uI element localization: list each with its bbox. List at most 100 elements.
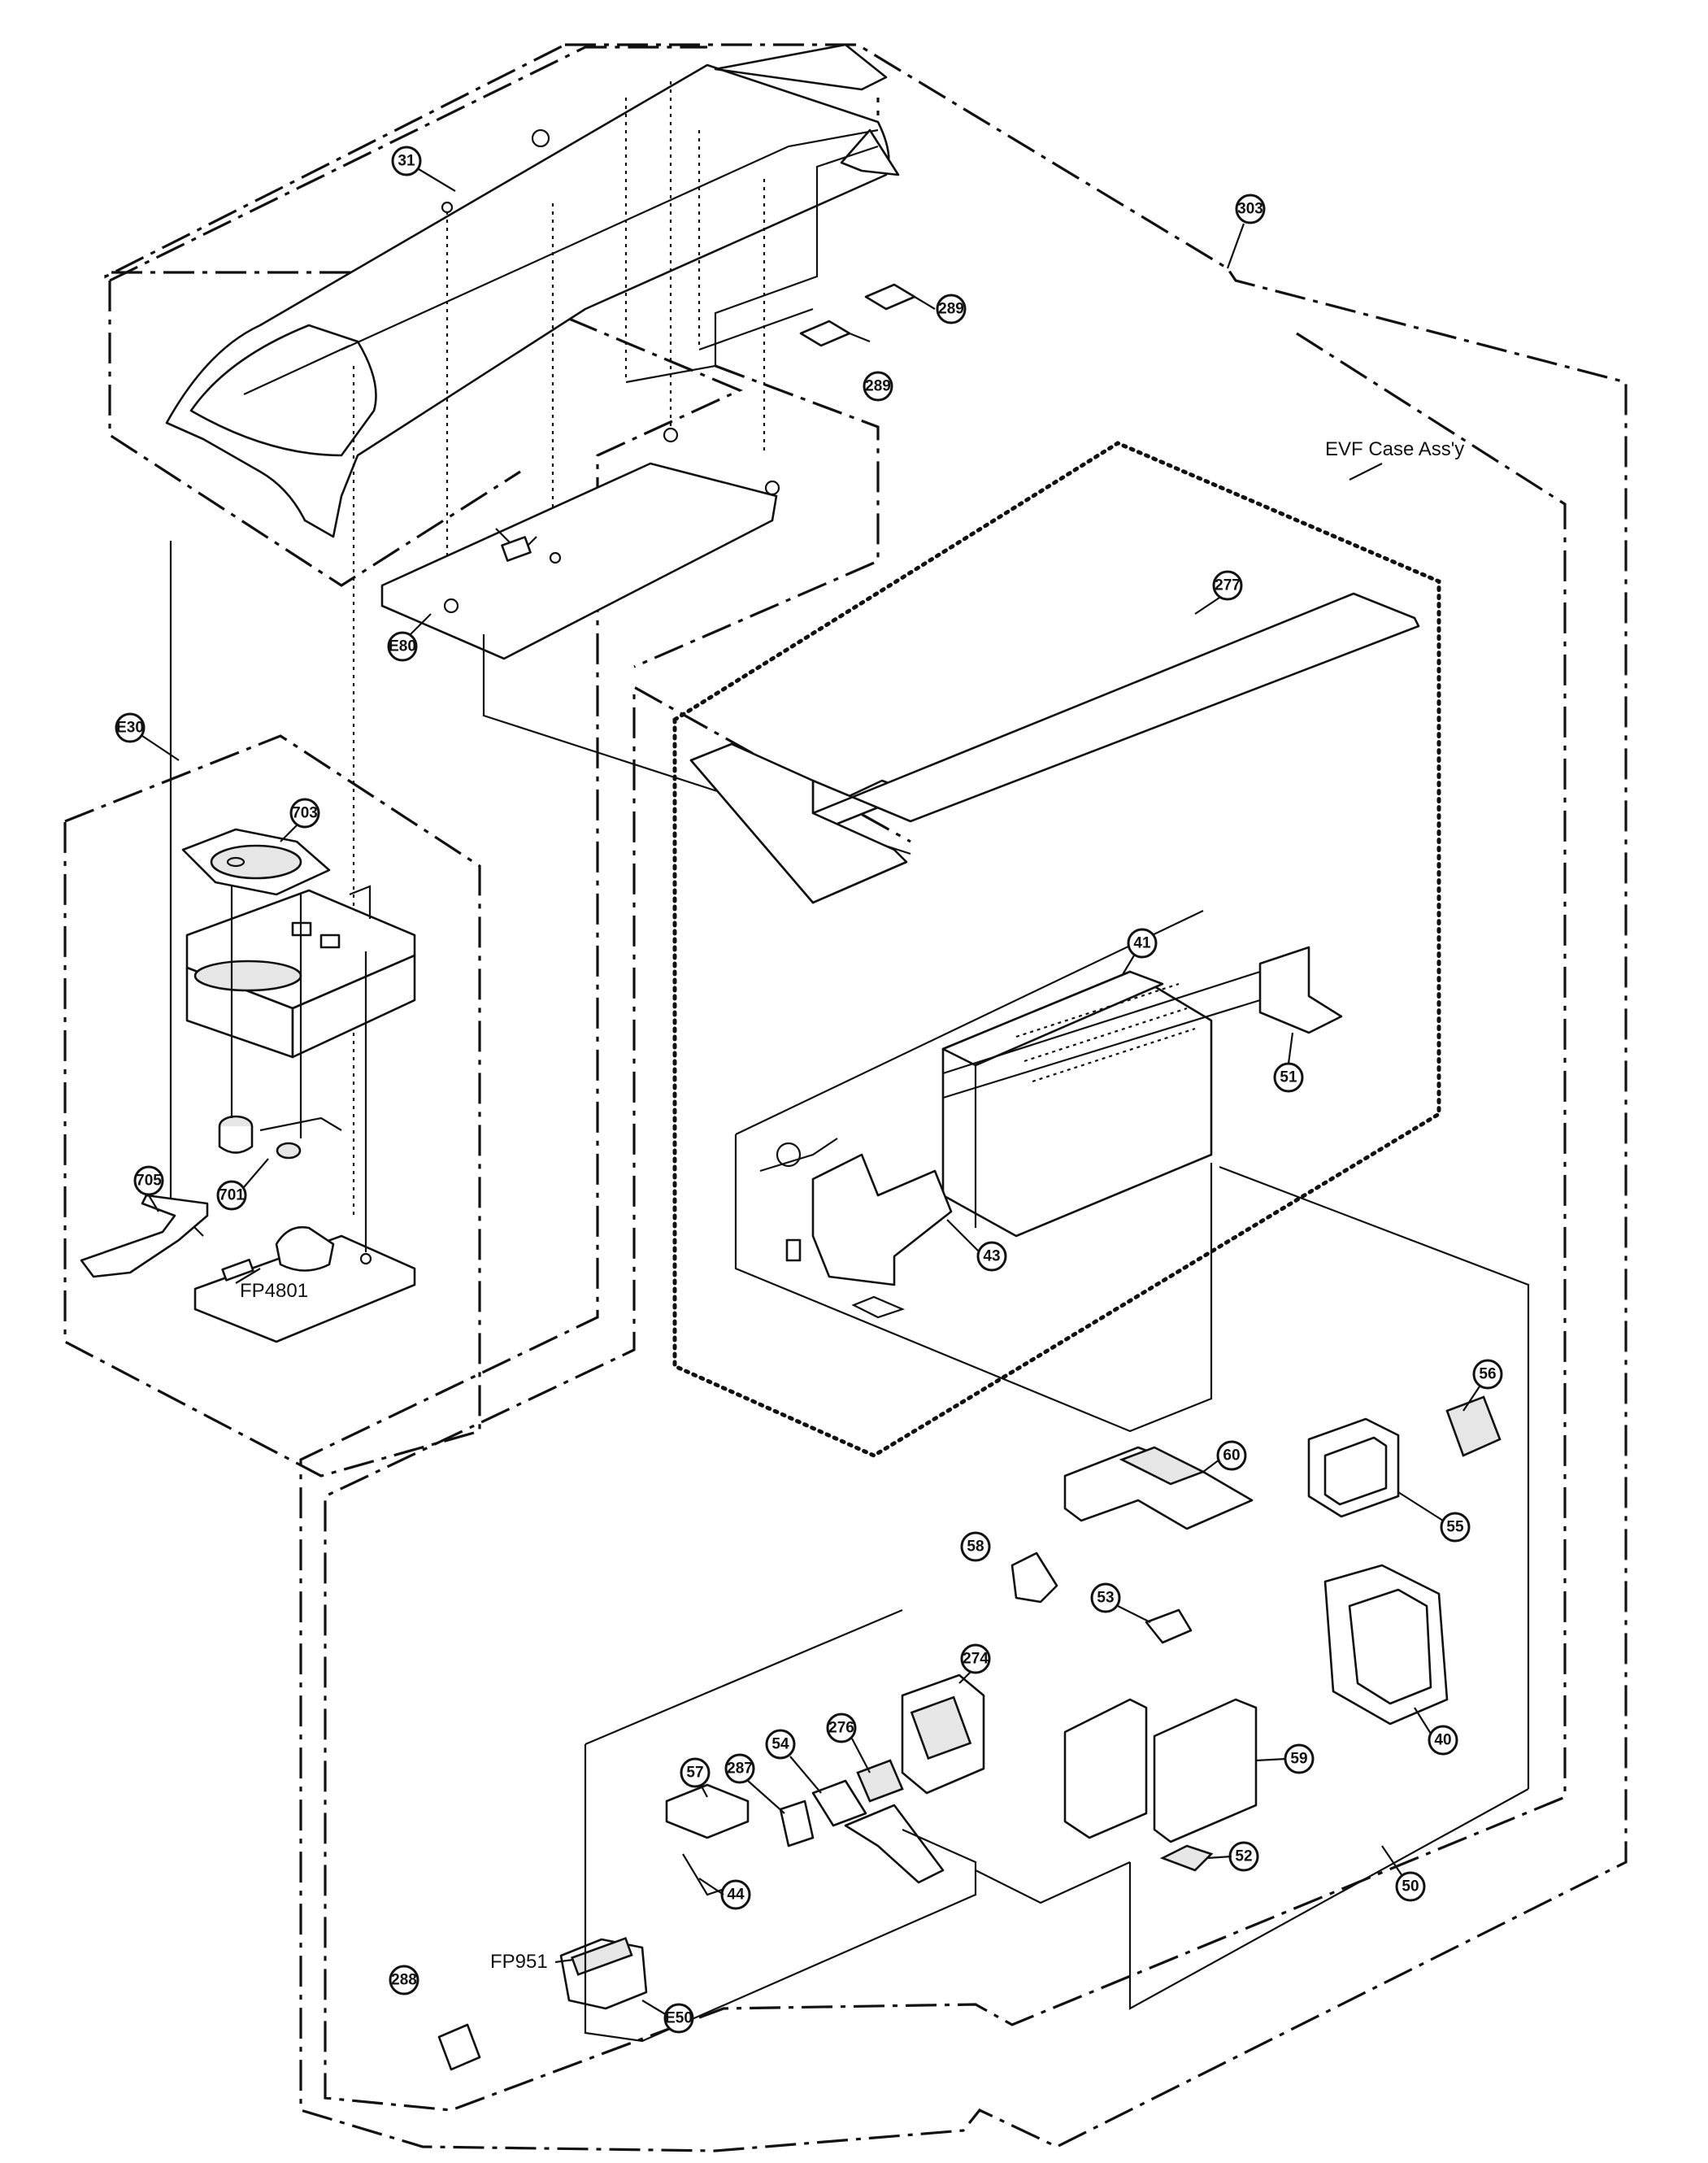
svg-text:52: 52	[1235, 1848, 1252, 1865]
fp951-label: FP951	[490, 1951, 548, 1973]
callout-43: 43	[976, 1241, 1007, 1272]
callout-50: 50	[1395, 1871, 1426, 1902]
svg-text:44: 44	[727, 1887, 745, 1904]
part-287-plate	[779, 1800, 815, 1847]
svg-text:56: 56	[1479, 1366, 1496, 1383]
svg-text:703: 703	[292, 805, 318, 822]
part-59-holder	[1063, 1698, 1258, 1843]
svg-text:701: 701	[219, 1187, 245, 1204]
part-58-sheet	[1010, 1552, 1058, 1604]
svg-text:E30: E30	[116, 720, 144, 737]
callout-289-lower: 289	[863, 371, 893, 402]
part-277-flex-board	[689, 592, 1420, 904]
part-53-clip	[1145, 1608, 1193, 1644]
top-cover-part-31	[165, 43, 900, 538]
svg-text:288: 288	[391, 1972, 417, 1989]
callout-59: 59	[1284, 1743, 1315, 1774]
evf-case-leader	[1349, 463, 1383, 481]
part-44-flex	[844, 1804, 945, 1884]
callout-705: 705	[133, 1165, 164, 1196]
sticker-289-pair	[799, 283, 936, 347]
part-52-lever	[1159, 1844, 1214, 1872]
svg-text:705: 705	[136, 1173, 162, 1190]
part-705-flex-cable	[80, 1194, 209, 1278]
callout-41: 41	[1127, 928, 1158, 959]
svg-text:276: 276	[828, 1720, 854, 1737]
group-e30-boundary	[63, 734, 481, 1478]
svg-text:41: 41	[1133, 935, 1151, 952]
svg-text:40: 40	[1434, 1732, 1451, 1749]
callout-60: 60	[1216, 1440, 1247, 1471]
svg-text:277: 277	[1215, 577, 1241, 594]
group-e80-boundary	[633, 364, 880, 668]
svg-text:289: 289	[938, 301, 964, 318]
part-51-bracket	[942, 946, 1343, 1099]
svg-text:274: 274	[963, 1651, 989, 1668]
svg-text:50: 50	[1402, 1878, 1419, 1895]
part-e30-board	[193, 1225, 416, 1343]
callout-40: 40	[1428, 1725, 1458, 1756]
part-e50-board	[559, 1936, 648, 2010]
part-60-board	[1063, 1446, 1254, 1530]
svg-text:55: 55	[1446, 1519, 1464, 1536]
svg-text:E80: E80	[389, 638, 416, 655]
callout-56: 56	[1472, 1359, 1503, 1390]
part-41-housing	[941, 970, 1213, 1238]
svg-text:53: 53	[1097, 1590, 1114, 1607]
part-56-pad	[1445, 1395, 1502, 1457]
svg-text:59: 59	[1290, 1751, 1307, 1768]
part-43-lens-mount	[759, 1138, 953, 1319]
evf-case-assy-boundary	[672, 441, 1441, 1458]
svg-text:E50: E50	[665, 2010, 693, 2027]
callout-e50: E50	[663, 2003, 694, 2034]
callout-274: 274	[960, 1643, 991, 1674]
svg-text:54: 54	[771, 1736, 789, 1753]
part-40-eyecup	[1323, 1564, 1449, 1726]
svg-text:303: 303	[1237, 201, 1263, 218]
part-703-button	[181, 828, 331, 896]
evf-inner-frame	[734, 910, 1530, 1789]
callout-703: 703	[289, 798, 320, 829]
part-54-plate	[811, 1779, 867, 1827]
callout-701: 701	[216, 1180, 247, 1211]
svg-text:287: 287	[727, 1760, 753, 1778]
part-57-bracket	[665, 1783, 750, 1896]
part-701-motor	[218, 1115, 342, 1160]
screw-guide-lines	[352, 81, 766, 1220]
callout-287: 287	[724, 1753, 755, 1784]
callout-51: 51	[1273, 1062, 1304, 1093]
callout-276: 276	[826, 1713, 857, 1743]
part-288-sheet	[437, 2023, 481, 2071]
fp4801-label: FP4801	[240, 1280, 308, 1302]
part-274-frame	[901, 1673, 985, 1795]
callout-53: 53	[1090, 1582, 1121, 1613]
svg-text:51: 51	[1280, 1069, 1297, 1086]
svg-text:289: 289	[865, 378, 891, 395]
callout-289-upper: 289	[936, 294, 967, 324]
svg-text:31: 31	[398, 153, 415, 170]
callout-52: 52	[1228, 1841, 1259, 1872]
part-276-plate	[856, 1759, 904, 1803]
callout-55: 55	[1440, 1512, 1471, 1543]
callout-e30: E30	[115, 712, 146, 743]
callout-58: 58	[960, 1531, 991, 1562]
svg-text:58: 58	[967, 1538, 984, 1556]
callout-277: 277	[1212, 570, 1243, 601]
evf-case-assy-label: EVF Case Ass'y	[1325, 438, 1464, 460]
eyepiece-frame-lines	[584, 1608, 1529, 2043]
callout-54: 54	[765, 1729, 796, 1760]
svg-text:60: 60	[1223, 1447, 1240, 1464]
callout-57: 57	[680, 1757, 711, 1788]
callout-44: 44	[720, 1879, 751, 1910]
callout-31: 31	[391, 146, 422, 176]
callout-e80: E80	[387, 631, 418, 662]
group-50-boundary	[324, 332, 1567, 2112]
svg-text:43: 43	[983, 1248, 1000, 1265]
e30-guide-lines	[230, 886, 367, 1252]
svg-text:57: 57	[686, 1765, 703, 1782]
callout-288: 288	[389, 1965, 419, 1995]
callout-303: 303	[1235, 194, 1266, 224]
group-303-boundary	[104, 43, 1628, 2152]
callout-leaders	[141, 168, 1480, 2016]
part-55-frame	[1307, 1417, 1400, 1518]
